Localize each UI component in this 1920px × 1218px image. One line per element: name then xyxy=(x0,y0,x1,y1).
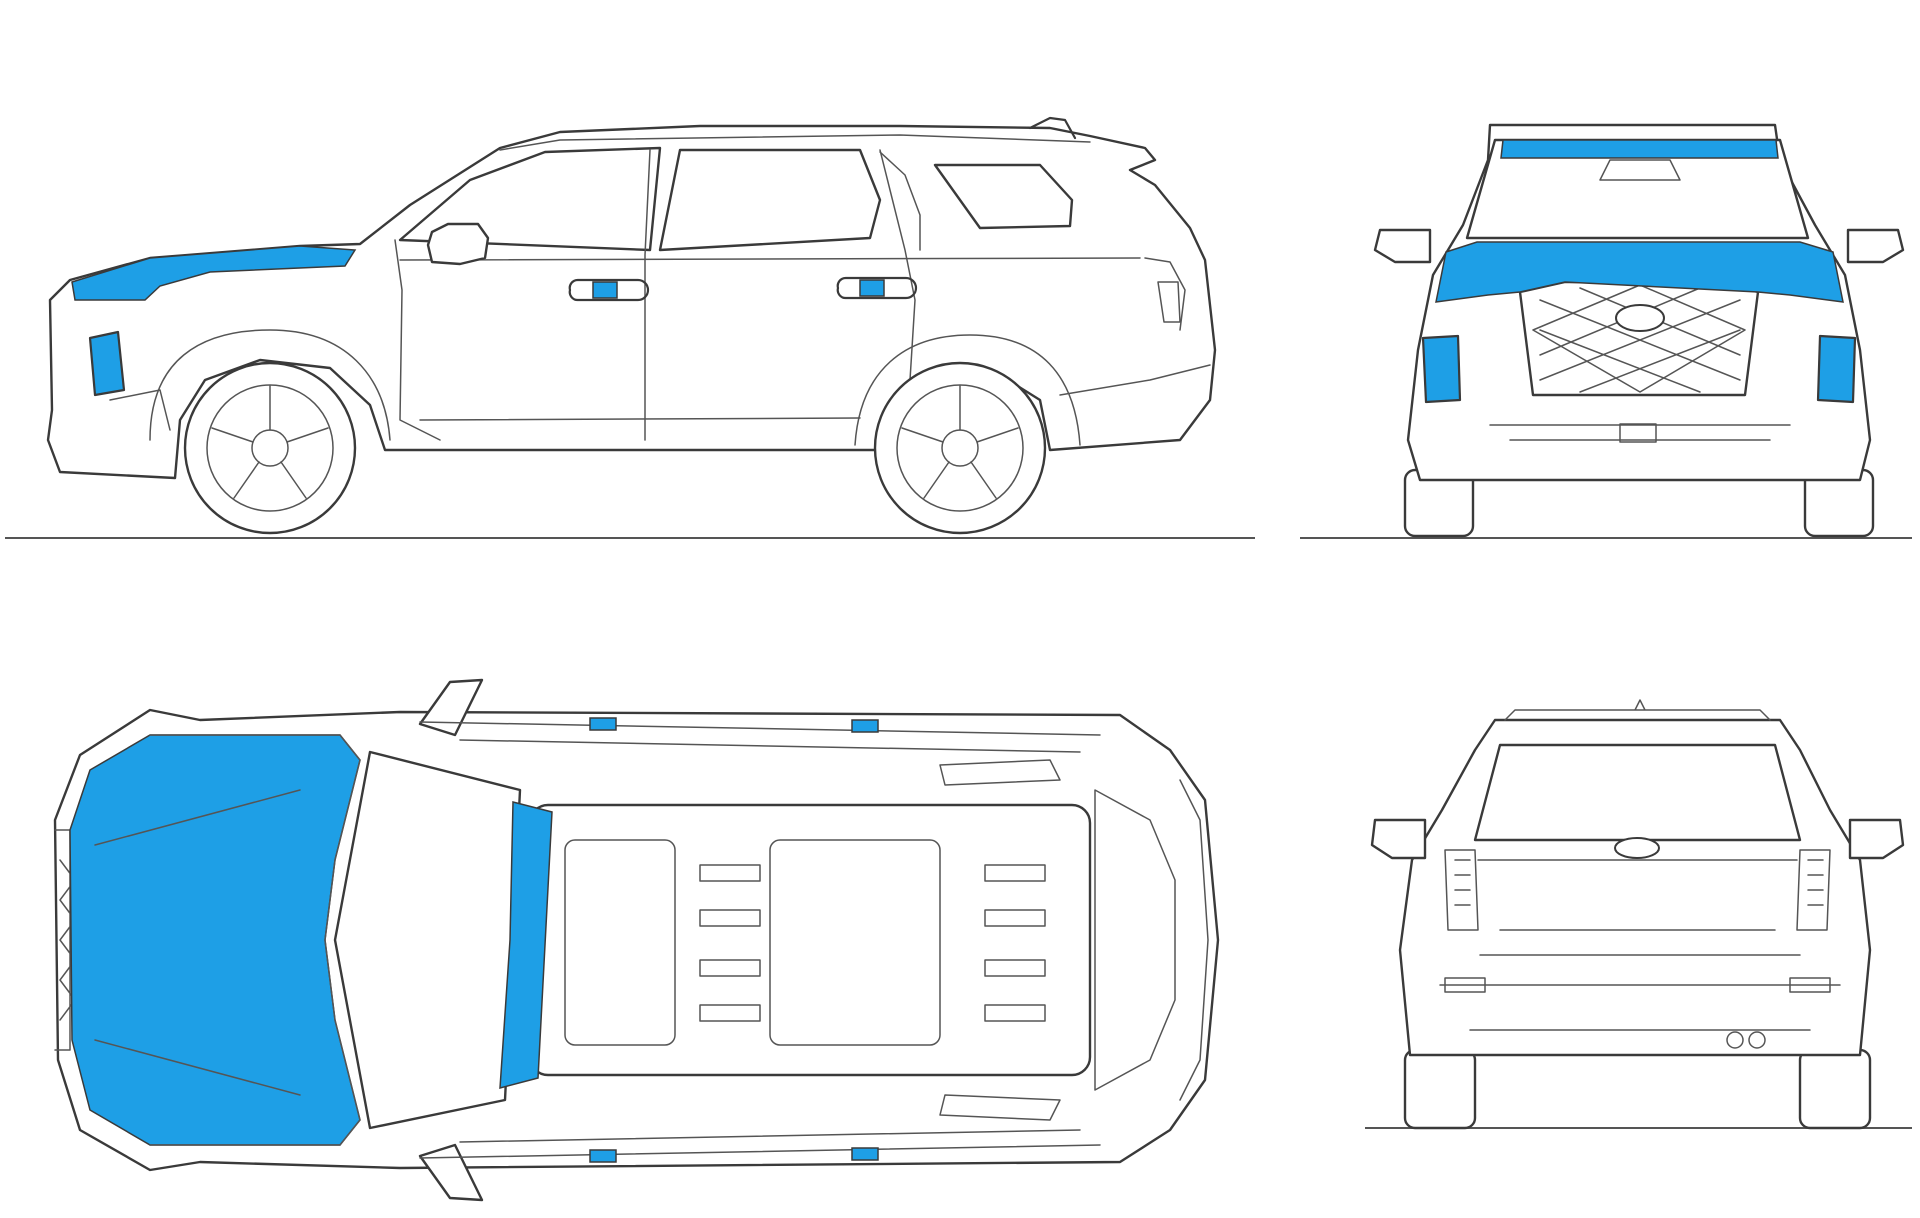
side-hood-highlight xyxy=(71,245,357,301)
top-windshield xyxy=(333,750,522,1130)
side-front-wheel xyxy=(183,361,357,535)
rear-exhaust-left xyxy=(1726,1031,1744,1049)
side-rear-wheel xyxy=(873,361,1047,535)
front-grille xyxy=(1518,280,1760,397)
side-window-rear xyxy=(658,148,882,252)
top-right-rear-handle-highlight xyxy=(851,1147,879,1161)
top-front-sunroof xyxy=(564,839,676,1046)
front-right-fog-light-highlight xyxy=(1817,335,1856,403)
front-right-mirror xyxy=(1846,228,1905,264)
rear-exhaust-right xyxy=(1748,1031,1766,1049)
side-window-quarter xyxy=(933,163,1074,230)
front-left-fog-light-highlight xyxy=(1422,335,1461,403)
side-view xyxy=(5,116,1255,539)
front-windshield-highlight xyxy=(1500,139,1779,159)
top-rear-sunroof xyxy=(769,839,941,1046)
side-body xyxy=(46,124,1217,480)
front-view xyxy=(1300,123,1912,539)
top-windshield-highlight xyxy=(499,801,553,1089)
top-left-front-handle-highlight xyxy=(589,717,617,731)
rear-window xyxy=(1473,743,1802,842)
front-left-mirror xyxy=(1373,228,1432,264)
rear-left-mirror xyxy=(1370,818,1427,860)
side-mirror xyxy=(426,222,490,266)
top-hood-highlight xyxy=(69,734,361,1146)
top-right-mirror xyxy=(418,1143,484,1202)
top-roof xyxy=(528,803,1092,1077)
front-logo xyxy=(1615,304,1665,332)
rear-right-mirror xyxy=(1848,818,1905,860)
top-left-rear-handle-highlight xyxy=(851,719,879,733)
side-roof-antenna xyxy=(1028,116,1077,140)
top-right-front-handle-highlight xyxy=(589,1149,617,1163)
front-hood-highlight xyxy=(1435,241,1844,303)
top-view xyxy=(53,678,1220,1202)
top-left-mirror xyxy=(418,678,484,737)
side-front-door-handle-highlight xyxy=(592,281,618,299)
rear-view xyxy=(1365,699,1912,1130)
rear-logo xyxy=(1614,837,1660,859)
rear-right-tire xyxy=(1798,1048,1872,1130)
rear-left-tire xyxy=(1403,1048,1477,1130)
side-rear-door-handle-highlight xyxy=(859,279,885,297)
